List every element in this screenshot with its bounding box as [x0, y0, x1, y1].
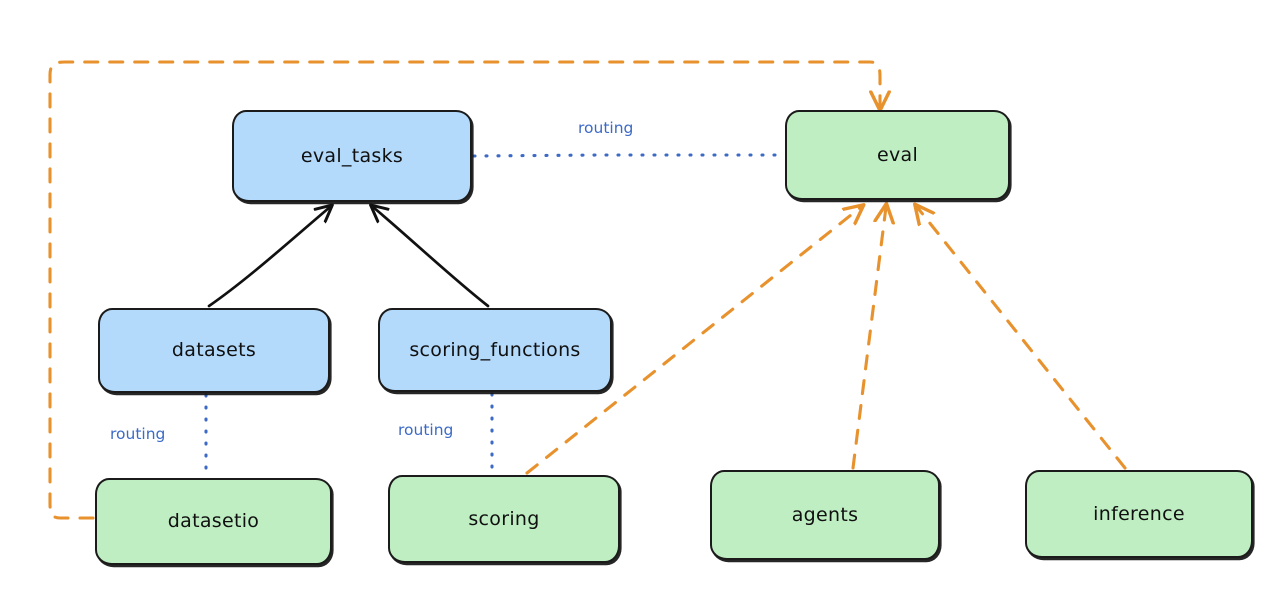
edge-inference-eval [917, 207, 1127, 470]
node-datasetio[interactable]: datasetio [95, 478, 332, 565]
node-eval[interactable]: eval [785, 110, 1010, 200]
node-scoring-functions[interactable]: scoring_functions [378, 308, 612, 392]
node-agents[interactable]: agents [710, 470, 940, 560]
node-inference[interactable]: inference [1025, 470, 1253, 558]
node-label: eval_tasks [300, 144, 404, 167]
node-datasets[interactable]: datasets [98, 308, 330, 393]
node-label: agents [791, 503, 859, 526]
node-label: datasetio [167, 510, 260, 533]
node-label: inference [1093, 502, 1185, 525]
node-scoring[interactable]: scoring [388, 475, 620, 563]
node-label: scoring [468, 507, 540, 530]
edge-agents-eval [851, 207, 886, 470]
node-label: eval [876, 143, 919, 166]
edge-scoring_functions-eval_tasks [373, 207, 490, 308]
edge-eval_tasks-eval [472, 153, 785, 158]
node-label: datasets [171, 339, 257, 362]
node-label: scoring_functions [409, 338, 581, 361]
edge-datasets-eval_tasks [207, 207, 330, 308]
edge-label-routing-datasetio: routing [110, 425, 166, 443]
node-eval-tasks[interactable]: eval_tasks [232, 110, 472, 202]
edge-label-routing-scoring: routing [398, 421, 454, 439]
edge-label-routing-eval: routing [578, 119, 634, 137]
